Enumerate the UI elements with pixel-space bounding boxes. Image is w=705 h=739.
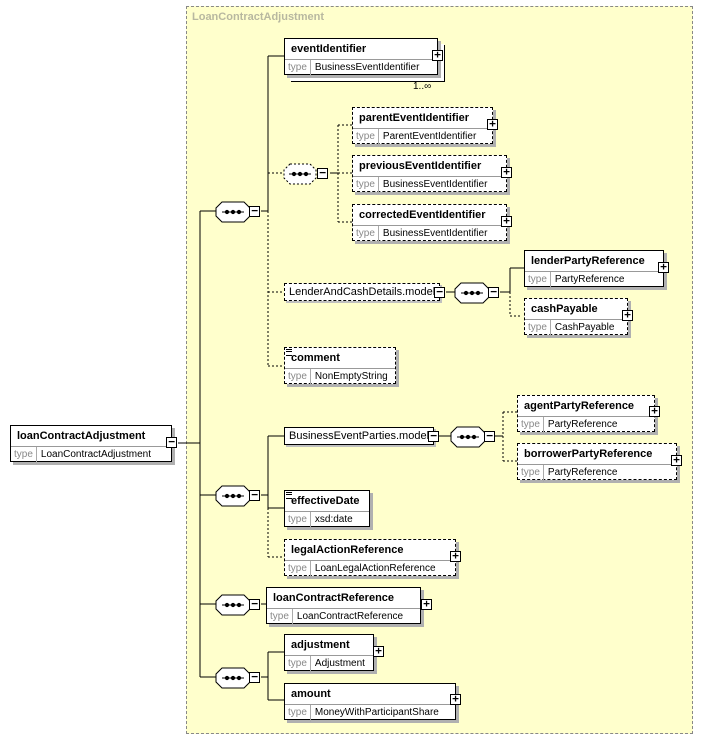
element-name: effectiveDate <box>291 495 360 507</box>
expand-icon[interactable]: + <box>658 261 669 273</box>
type-label: type <box>285 369 311 386</box>
element-name: comment <box>291 352 340 364</box>
expand-icon[interactable]: + <box>450 550 461 562</box>
expand-icon[interactable]: + <box>432 49 443 61</box>
expand-icon[interactable]: + <box>671 454 682 466</box>
type-label: type <box>353 177 379 194</box>
type-label: type <box>518 465 544 482</box>
type-label: type <box>525 320 551 337</box>
element-type: PartyReference <box>547 467 618 478</box>
element-type: CashPayable <box>554 322 615 333</box>
type-label: type <box>267 609 293 626</box>
element-name: loanContractReference <box>273 592 395 604</box>
element-type: BusinessEventIdentifier <box>382 228 488 239</box>
element-name: previousEventIdentifier <box>359 160 482 172</box>
group-lender-and-cash-details[interactable]: LenderAndCashDetails.model <box>284 283 441 301</box>
expand-icon[interactable]: + <box>649 405 660 417</box>
element-name: amount <box>291 688 331 700</box>
collapse-icon[interactable]: − <box>317 167 328 179</box>
collapse-icon[interactable]: − <box>488 286 499 298</box>
collapse-icon[interactable]: − <box>249 489 260 501</box>
element-type: LoanLegalActionReference <box>314 563 436 574</box>
group-business-event-parties[interactable]: BusinessEventParties.model <box>284 427 435 445</box>
expand-icon[interactable]: + <box>373 645 384 657</box>
expand-icon[interactable]: + <box>622 309 633 321</box>
type-label: type <box>285 561 311 578</box>
root-element-type: LoanContractAdjustment <box>40 449 151 460</box>
collapse-icon[interactable]: − <box>434 286 445 298</box>
complex-type-title: LoanContractAdjustment <box>192 11 324 23</box>
element-name: lenderPartyReference <box>531 255 645 267</box>
element-type: xsd:date <box>314 514 353 525</box>
collapse-icon[interactable]: − <box>249 671 260 683</box>
element-name: legalActionReference <box>291 544 404 556</box>
element-name: borrowerPartyReference <box>524 448 653 460</box>
expand-icon[interactable]: + <box>450 693 461 705</box>
element-name: correctedEventIdentifier <box>359 209 486 221</box>
element-type: BusinessEventIdentifier <box>382 179 488 190</box>
type-label: type <box>285 705 311 722</box>
collapse-icon[interactable]: − <box>484 430 495 442</box>
element-type: NonEmptyString <box>314 371 388 382</box>
type-label: type <box>353 129 379 146</box>
element-name: eventIdentifier <box>291 43 367 55</box>
element-type: ParentEventIdentifier <box>382 131 477 142</box>
type-label: type <box>525 272 551 289</box>
type-label: type <box>518 417 544 434</box>
element-type: Adjustment <box>314 658 365 669</box>
collapse-icon[interactable]: − <box>249 205 260 217</box>
element-type: LoanContractReference <box>296 611 404 622</box>
expand-icon[interactable]: + <box>501 166 512 178</box>
occurrence-label: 1..∞ <box>413 81 432 92</box>
expand-icon[interactable]: + <box>501 215 512 227</box>
element-type: BusinessEventIdentifier <box>314 62 420 73</box>
type-label: type <box>285 60 311 77</box>
type-label: type <box>353 226 379 243</box>
expand-icon[interactable]: + <box>487 118 498 130</box>
type-label: type <box>285 656 311 673</box>
type-label: type <box>11 447 37 464</box>
root-element-name: loanContractAdjustment <box>17 430 146 442</box>
collapse-icon[interactable]: − <box>428 430 439 442</box>
collapse-icon[interactable]: − <box>249 598 260 610</box>
simple-content-icon <box>286 349 292 356</box>
collapse-icon[interactable]: − <box>166 436 177 448</box>
element-name: agentPartyReference <box>524 400 635 412</box>
type-label: type <box>285 512 311 529</box>
element-type: PartyReference <box>554 274 625 285</box>
element-type: PartyReference <box>547 419 618 430</box>
element-name: parentEventIdentifier <box>359 112 470 124</box>
element-name: adjustment <box>291 639 350 651</box>
expand-icon[interactable]: + <box>421 598 432 610</box>
element-type: MoneyWithParticipantShare <box>314 707 439 718</box>
simple-content-icon <box>286 492 292 499</box>
element-name: cashPayable <box>531 303 598 315</box>
